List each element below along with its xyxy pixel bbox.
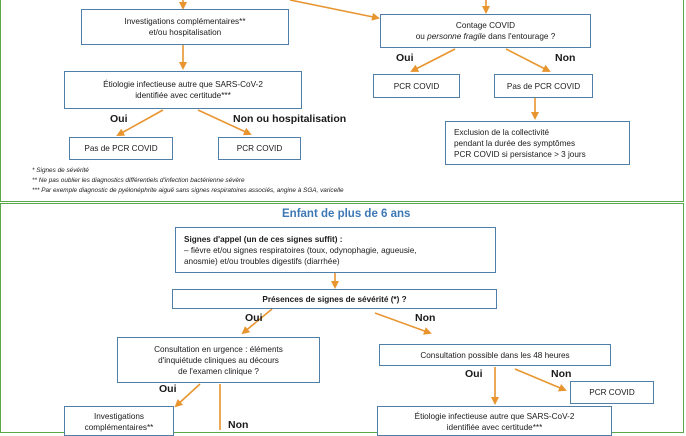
bottom-non-2: Non: [228, 419, 249, 431]
bottom-oui-3: Oui: [465, 368, 483, 380]
contage-box: Contage COVID ou personne fragile dans l…: [380, 14, 591, 48]
top-oui-right: Oui: [396, 52, 414, 64]
etiologie-bottom-line-1: Étiologie infectieuse autre que SARS-CoV…: [414, 412, 575, 421]
consult-urgence-line-3: de l'examen clinique ?: [178, 366, 259, 376]
pcr-covid-right-box: PCR COVID: [373, 74, 460, 98]
pcr-covid-bottom-box: PCR COVID: [570, 381, 654, 404]
severite-bold: Présences de signes de sévérité (*) ?: [262, 294, 407, 304]
bottom-oui-2: Oui: [159, 383, 177, 395]
severite-box: Présences de signes de sévérité (*) ?: [172, 289, 497, 309]
pcr-covid-left-text: PCR COVID: [236, 144, 283, 153]
etiologie-bottom-line-2: identifiée avec certitude***: [446, 423, 543, 432]
pas-pcr-left-text: Pas de PCR COVID: [84, 144, 158, 153]
bottom-non: Non: [415, 312, 436, 324]
note-3: *** Par exemple diagnostic de pyélonéphr…: [32, 187, 344, 194]
contage-fragile: personne fragile: [427, 32, 486, 41]
pas-pcr-right-text: Pas de PCR COVID: [506, 81, 581, 91]
note-2: ** Ne pas oublier les diagnostics différ…: [32, 177, 245, 184]
consult-urgence-box: Consultation en urgence : éléments d'inq…: [117, 337, 320, 383]
contage-line-2: ou personne fragile dans l'entourage ?: [385, 31, 586, 42]
exclusion-line-1: Exclusion de la collectivité: [454, 127, 550, 137]
pcr-covid-right-text: PCR COVID: [393, 81, 440, 91]
pcr-covid-left-box: PCR COVID: [218, 137, 301, 160]
etiologie-bottom-box: Étiologie infectieuse autre que SARS-CoV…: [377, 406, 612, 436]
exclusion-box: Exclusion de la collectivité pendant la …: [445, 121, 630, 165]
pcr-covid-bottom-text: PCR COVID: [589, 388, 635, 397]
consult-48-box: Consultation possible dans les 48 heures: [379, 344, 611, 366]
top-panel-frame: [0, 0, 684, 202]
investigations-line-2: et/ou hospitalisation: [148, 28, 222, 37]
etiologie-line-2: identifiée avec certitude***: [135, 91, 231, 100]
pas-pcr-right-box: Pas de PCR COVID: [494, 74, 593, 98]
etiologie-line-1: Étiologie infectieuse autre que SARS-CoV…: [103, 80, 263, 89]
investigations-line-1: Investigations complémentaires**: [124, 17, 246, 26]
contage-or: ou: [415, 32, 428, 41]
bottom-oui: Oui: [245, 312, 263, 324]
signes-line-2: anosmie) et/ou troubles digestifs (diarr…: [184, 256, 340, 266]
investigations-bottom-line-2: complémentaires**: [84, 423, 154, 432]
exclusion-line-3: PCR COVID si persistance > 3 jours: [454, 149, 586, 159]
bottom-non-3: Non: [551, 368, 572, 380]
signes-title: Signes d'appel (un de ces signes suffit)…: [184, 234, 342, 245]
top-oui-left: Oui: [110, 113, 128, 125]
severite-text: Présences de signes de sévérité (*) ?: [177, 294, 492, 305]
signes-appel-box: Signes d'appel (un de ces signes suffit)…: [175, 227, 496, 273]
pas-pcr-left-box: Pas de PCR COVID: [69, 137, 173, 160]
top-non-hosp: Non ou hospitalisation: [233, 113, 347, 125]
consult-48-text: Consultation possible dans les 48 heures: [420, 350, 570, 360]
investigations-box: Investigations complémentaires** et/ou h…: [81, 9, 289, 45]
investigations-bottom-box: Investigations complémentaires**: [64, 406, 174, 436]
top-non-right: Non: [555, 52, 576, 64]
consult-urgence-line-2: d'inquiétude cliniques au décours: [158, 355, 279, 365]
signes-line-1: – fièvre et/ou signes respiratoires (tou…: [184, 245, 417, 255]
contage-line-1: Contage COVID: [455, 21, 516, 30]
consult-urgence-line-1: Consultation en urgence : éléments: [154, 344, 283, 354]
note-1: * Signes de sévérité: [32, 167, 89, 174]
section-title: Enfant de plus de 6 ans: [282, 208, 411, 220]
contage-entourage: dans l'entourage ?: [485, 32, 556, 41]
signes-title-text: Signes d'appel (un de ces signes suffit)…: [184, 234, 343, 244]
exclusion-line-2: pendant la durée des symptômes: [454, 138, 576, 148]
investigations-bottom-line-1: Investigations: [93, 412, 145, 421]
etiologie-box: Étiologie infectieuse autre que SARS-CoV…: [64, 71, 302, 109]
